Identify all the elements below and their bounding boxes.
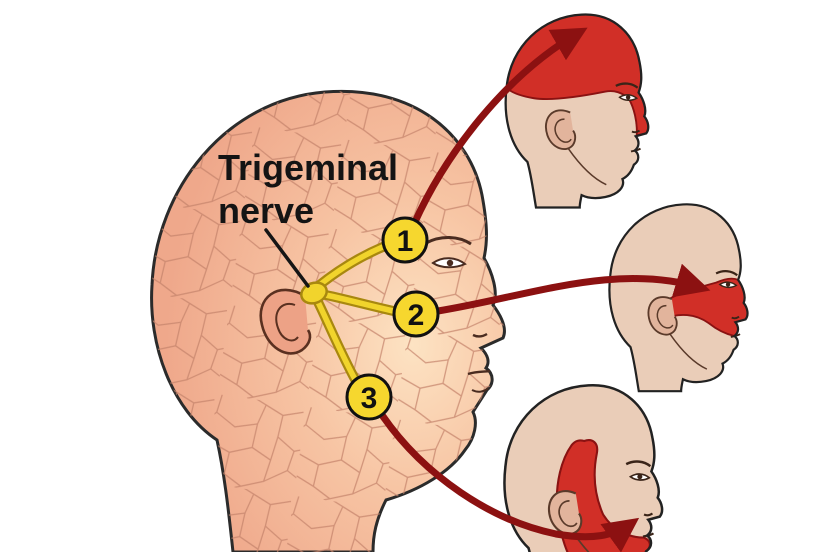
branch-number-3: 3 [361,382,378,415]
trigeminal-nerve [300,239,403,388]
arrow-branch-3 [378,411,640,552]
title-line-1: Trigeminal [218,147,398,188]
branch-marker-1: 1 [381,216,429,264]
branch-marker-3: 3 [345,373,393,421]
arrow-branch-2 [434,263,711,315]
title-line-2: nerve [218,190,314,231]
branch-arrows [378,27,711,552]
nerve-branch-2 [318,291,401,315]
branch-number-2: 2 [408,299,425,332]
small-head-2 [608,203,749,393]
branch-circle-2 [392,290,440,338]
branch-circle-1 [381,216,429,264]
branch-circle-3 [345,373,393,421]
label-leader-line [264,228,310,288]
eyebrow [425,236,472,246]
nostril [472,332,488,338]
nerve-branch-1 [314,241,393,290]
arrow-branch-1 [410,27,588,228]
nerve-branch-3 [314,297,360,386]
iris [446,259,454,267]
mouth-line [467,369,491,376]
diagram-title: Trigeminal nerve [218,147,398,231]
ear-inner-fold [275,302,299,342]
branch-marker-2: 2 [392,290,440,338]
nerve-ganglion [300,281,328,305]
lower-lip-line [471,387,489,393]
branch-number-1: 1 [397,225,414,258]
small-head-1 [504,13,650,209]
